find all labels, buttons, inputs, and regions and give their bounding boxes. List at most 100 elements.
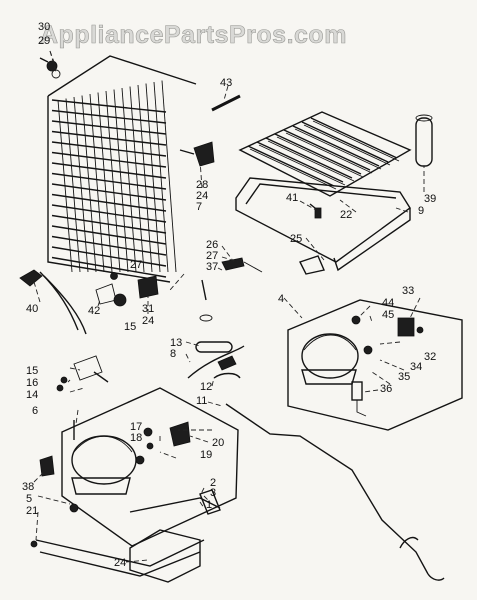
leader-line	[359, 305, 371, 317]
evaporator-tube	[301, 121, 389, 163]
leader-line	[363, 389, 379, 393]
watermark-text: AppliancePartsPros.com	[40, 21, 347, 49]
callout-c20: 20	[212, 437, 224, 449]
leader-line	[211, 377, 215, 387]
leader-line	[221, 256, 239, 263]
condenser-wire	[161, 80, 177, 273]
defrost-terminal	[221, 257, 263, 273]
condenser-drain-line-2	[43, 275, 87, 335]
leader-line	[203, 495, 211, 503]
condenser-wire	[89, 93, 105, 273]
callout-c2: 2	[210, 477, 216, 489]
leader-line	[409, 297, 421, 319]
leader-lines	[33, 50, 425, 563]
condenser-tube	[51, 141, 167, 157]
relay-bracket	[56, 355, 109, 392]
tray-screw	[309, 203, 322, 219]
callout-c6: 6	[32, 405, 38, 417]
condenser-wire	[57, 99, 73, 273]
condenser-tube	[51, 246, 167, 267]
callout-c11: 11	[196, 395, 207, 407]
leader-line	[35, 511, 39, 541]
condenser-coil	[19, 55, 197, 335]
leader-line	[189, 435, 209, 443]
callout-c27a: 27	[206, 250, 218, 262]
leader-line	[125, 559, 149, 563]
callout-c32: 32	[424, 351, 436, 363]
condenser-drain-line	[39, 271, 79, 331]
callout-c24c: 24	[114, 557, 126, 569]
callout-c36: 36	[380, 383, 392, 395]
condenser-tube	[51, 235, 167, 256]
evaporator-tube-inner	[303, 124, 391, 166]
callout-c31: 31	[142, 303, 154, 315]
callout-c44: 44	[382, 297, 394, 309]
leader-line	[185, 353, 191, 363]
evaporator-tube-inner	[258, 144, 346, 186]
callout-c21: 21	[26, 505, 38, 517]
evaporator-tube	[265, 137, 353, 179]
evaporator-tray-edge	[333, 208, 411, 272]
capillary-tube	[225, 403, 429, 575]
callout-c8: 8	[170, 348, 176, 360]
condenser-frame-top	[47, 55, 197, 97]
leader-line	[199, 487, 205, 497]
inset-box-lower-compressor	[61, 387, 239, 547]
callout-c26: 26	[206, 239, 218, 251]
mounting-screw	[39, 57, 61, 79]
callout-c7: 7	[196, 201, 202, 213]
condenser-tube	[51, 183, 167, 201]
drip-plate	[299, 255, 325, 275]
evaporator-coil	[238, 111, 412, 197]
condenser-wire	[65, 98, 81, 273]
rail-clip	[199, 489, 221, 515]
tube-hook	[399, 536, 419, 549]
leader-line	[395, 207, 409, 213]
callout-c34: 34	[410, 361, 422, 373]
evaporator-tube	[247, 145, 335, 187]
condenser-wire	[137, 84, 153, 273]
callout-c28: 28	[196, 179, 208, 191]
evaporator-tube-inner	[285, 132, 373, 174]
callout-c33: 33	[402, 285, 414, 297]
grommet	[69, 503, 79, 513]
leader-line	[207, 401, 223, 407]
condenser-bracket	[19, 269, 43, 287]
leader-line	[299, 200, 317, 211]
callout-c43: 43	[220, 77, 232, 89]
callout-c14: 14	[26, 389, 38, 401]
callout-c29: 29	[38, 35, 50, 47]
callout-c5: 5	[26, 493, 32, 505]
leader-line	[379, 359, 405, 371]
leader-line	[37, 495, 71, 505]
callout-c15b: 15	[26, 365, 38, 377]
callout-c41: 41	[286, 192, 298, 204]
callout-c24a: 24	[196, 190, 208, 202]
evaporator-tube-inner	[312, 120, 400, 162]
leader-line	[75, 409, 79, 425]
leader-line	[305, 237, 325, 261]
leader-line	[217, 267, 223, 271]
condenser-wire	[97, 92, 113, 273]
evaporator-tube	[283, 129, 371, 171]
leader-line	[339, 199, 357, 213]
evaporator-tube-inner	[267, 140, 355, 182]
leader-line	[97, 299, 101, 307]
foot-screw	[30, 540, 38, 548]
condenser-tube	[51, 130, 167, 146]
leader-line	[199, 159, 203, 189]
leader-line	[199, 501, 205, 509]
leader-line	[33, 469, 47, 483]
callout-c40: 40	[26, 303, 38, 315]
callout-c17: 17	[130, 421, 142, 433]
callout-c1: 1	[206, 499, 212, 511]
condenser-wire	[105, 90, 121, 273]
evaporator-tube-inner	[276, 136, 364, 178]
callout-c13: 13	[170, 337, 182, 349]
evaporator-tube-inner	[294, 128, 382, 170]
callout-c27b: 27	[130, 259, 142, 271]
callout-c22: 22	[340, 209, 352, 221]
evaporator-tube-inner	[249, 148, 337, 190]
callout-c24b: 24	[142, 315, 154, 327]
evaporator-tube	[256, 141, 344, 183]
